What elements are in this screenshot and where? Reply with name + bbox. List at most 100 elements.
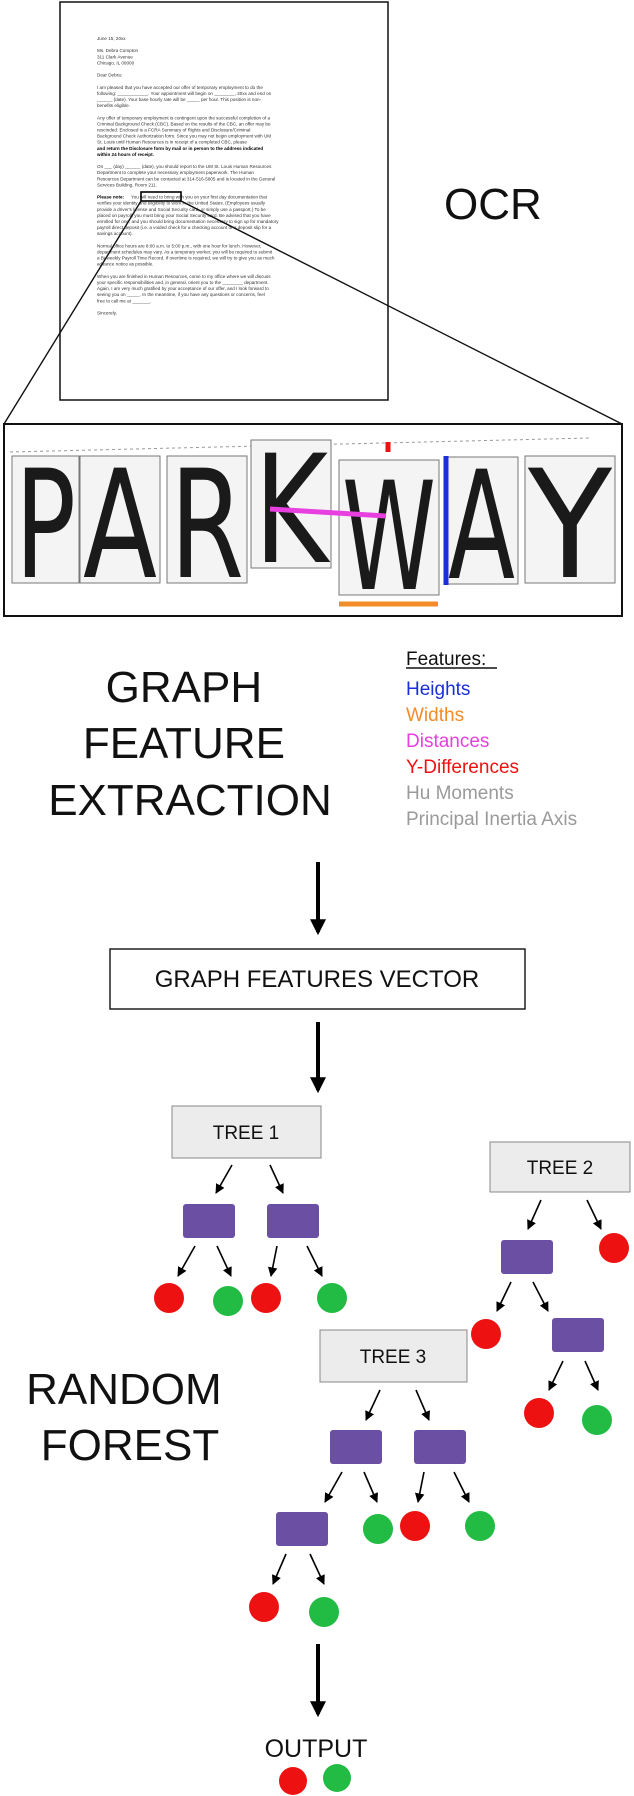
- distance-marker: [269, 506, 387, 519]
- document-line: Again, I am very much gratified by your …: [97, 286, 269, 291]
- document-line: Background Check Authorization form. Sin…: [97, 134, 271, 139]
- tree-1: TREE 1: [154, 1105, 347, 1316]
- tree-1-label: TREE 1: [213, 1123, 280, 1144]
- feature-distances: Distances: [406, 731, 489, 752]
- tree-2-box: [489, 1141, 631, 1193]
- document-line: seeing you on _____. In the meantime, if…: [97, 292, 265, 297]
- feature-y-differences: Y-Differences: [406, 757, 519, 778]
- ocr-label: OCR: [444, 180, 542, 229]
- document-line: Dear Debra:: [97, 73, 122, 78]
- feature-widths: Widths: [406, 705, 464, 726]
- letter-box: [250, 439, 332, 569]
- document-line: Services Building, Room 211.: [97, 182, 157, 187]
- document-line: enrolled for one, and you should bring d…: [97, 219, 279, 224]
- document-line: within 24 hours of receipt.: [96, 152, 154, 157]
- output-green-dot: [323, 1764, 351, 1792]
- tree-3-node-right: [414, 1430, 466, 1464]
- letter-box: [338, 459, 440, 596]
- tree-2-leaf-red-top: [599, 1233, 629, 1263]
- document-line: Resources Department can be contacted at…: [97, 176, 275, 181]
- document-line: 311 Clark Avenue: [97, 54, 133, 59]
- letter-glyph: R: [170, 439, 244, 613]
- document-line: verifies your identity and eligibility t…: [97, 201, 266, 206]
- document-line: savings account).: [97, 231, 133, 236]
- graph-features-vector-box: GRAPH FEATURES VECTOR: [109, 948, 526, 1010]
- tree-1-leaf-green-1: [213, 1286, 243, 1316]
- tree-3-leaf-red-2: [249, 1592, 279, 1622]
- tree-3-leaf-green-3: [309, 1597, 339, 1627]
- tree-1-node-left: [183, 1204, 235, 1238]
- tree-2: TREE 2: [471, 1141, 631, 1435]
- document-line: advance notice as possible.: [97, 262, 153, 267]
- document-line: Please note:: [97, 195, 125, 200]
- document-line: free to call me at _______.: [97, 298, 151, 303]
- extraction-label: GRAPH FEATURE EXTRACTION: [48, 663, 332, 825]
- features-legend-title: Features:: [406, 649, 486, 670]
- tree-2-leaf-red-mid: [471, 1319, 501, 1349]
- letter-box: [444, 456, 519, 585]
- tree-3-node-left: [330, 1430, 382, 1464]
- document-line: ______ (date). Your base hourly rate wil…: [96, 97, 262, 102]
- word-selection-box: [140, 191, 182, 202]
- letter-box: [166, 455, 248, 584]
- letter-glyph: W: [342, 451, 436, 625]
- output-label: OUTPUT: [265, 1735, 368, 1763]
- document-line: Any offer of temporary employment is con…: [97, 115, 270, 120]
- tree-3-leaf-green-2: [465, 1511, 495, 1541]
- document-line: I am pleased that you have accepted our …: [97, 85, 263, 90]
- document-line: provide a driver's license and Social Se…: [97, 207, 266, 212]
- graph-features-vector-label: GRAPH FEATURES VECTOR: [155, 966, 480, 993]
- document-line: payroll direct deposit (i.e. a voided ch…: [97, 225, 272, 230]
- tree-2-leaf-green-bottom: [582, 1405, 612, 1435]
- document-line: When you are finished in Human Resources…: [97, 274, 271, 279]
- document-line: department schedules may vary. As a temp…: [97, 250, 273, 255]
- document-line: benefits eligible.: [97, 103, 130, 108]
- document-line: Department to complete your necessary em…: [97, 170, 254, 175]
- letter-glyph: P: [15, 439, 76, 613]
- tree-1-leaf-red-2: [251, 1283, 281, 1313]
- tree-3-node-lower: [276, 1512, 328, 1546]
- tree-3-leaf-red-1: [400, 1511, 430, 1541]
- tree-1-leaf-red-1: [154, 1283, 184, 1313]
- document-line: On ___ (day) ______ (date), you should r…: [97, 164, 272, 169]
- letter-glyph: Y: [527, 439, 612, 613]
- tree-1-leaf-green-2: [317, 1283, 347, 1313]
- letter-glyph: A: [448, 440, 515, 614]
- document-line: Sincerely,: [97, 311, 117, 316]
- zoom-line-left: [3, 200, 142, 425]
- tree-2-node-top: [501, 1240, 553, 1274]
- document-line: a Bi-weekly Payroll Time Record. If over…: [97, 256, 275, 261]
- feature-principal-inertia-axis: Principal Inertia Axis: [406, 809, 577, 830]
- tree-3-leaf-green-1: [363, 1514, 393, 1544]
- tree-2-node-bottom: [552, 1318, 604, 1352]
- letter-box: [11, 455, 80, 584]
- random-forest-label: RANDOM FOREST: [26, 1365, 234, 1470]
- document-line: rescinded. Enclosed is a FCRA Summary of…: [97, 128, 250, 133]
- tree-2-leaf-red-bottom: [524, 1398, 554, 1428]
- features-legend: Features: Heights Widths Distances Y-Dif…: [406, 649, 577, 830]
- document-line: Normal office hours are 8:00 a.m. to 5:0…: [97, 243, 261, 248]
- document-line: Ms. Debra Compton: [97, 48, 139, 53]
- tree-3: TREE 3: [249, 1329, 495, 1627]
- document-line: June 15, 20xx: [97, 36, 126, 41]
- tree-1-node-right: [267, 1204, 319, 1238]
- document-line: your specific responsibilities and, in g…: [97, 280, 269, 285]
- document-line: Chicago, IL 00000: [97, 60, 135, 65]
- letter-glyph: A: [83, 439, 157, 613]
- tree-3-label: TREE 3: [360, 1347, 427, 1368]
- output-red-dot: [279, 1767, 307, 1795]
- tree-1-box: [171, 1105, 322, 1159]
- document-line: and return the Disclosure form by mail o…: [97, 146, 263, 151]
- output: OUTPUT: [265, 1735, 368, 1795]
- letter-box: [79, 455, 161, 584]
- document-line: placed on payroll, you must bring your S…: [97, 213, 271, 218]
- feature-heights: Heights: [406, 679, 470, 700]
- tree-2-label: TREE 2: [527, 1158, 594, 1179]
- zoom-line-right: [180, 200, 623, 425]
- tree-3-box: [319, 1329, 468, 1383]
